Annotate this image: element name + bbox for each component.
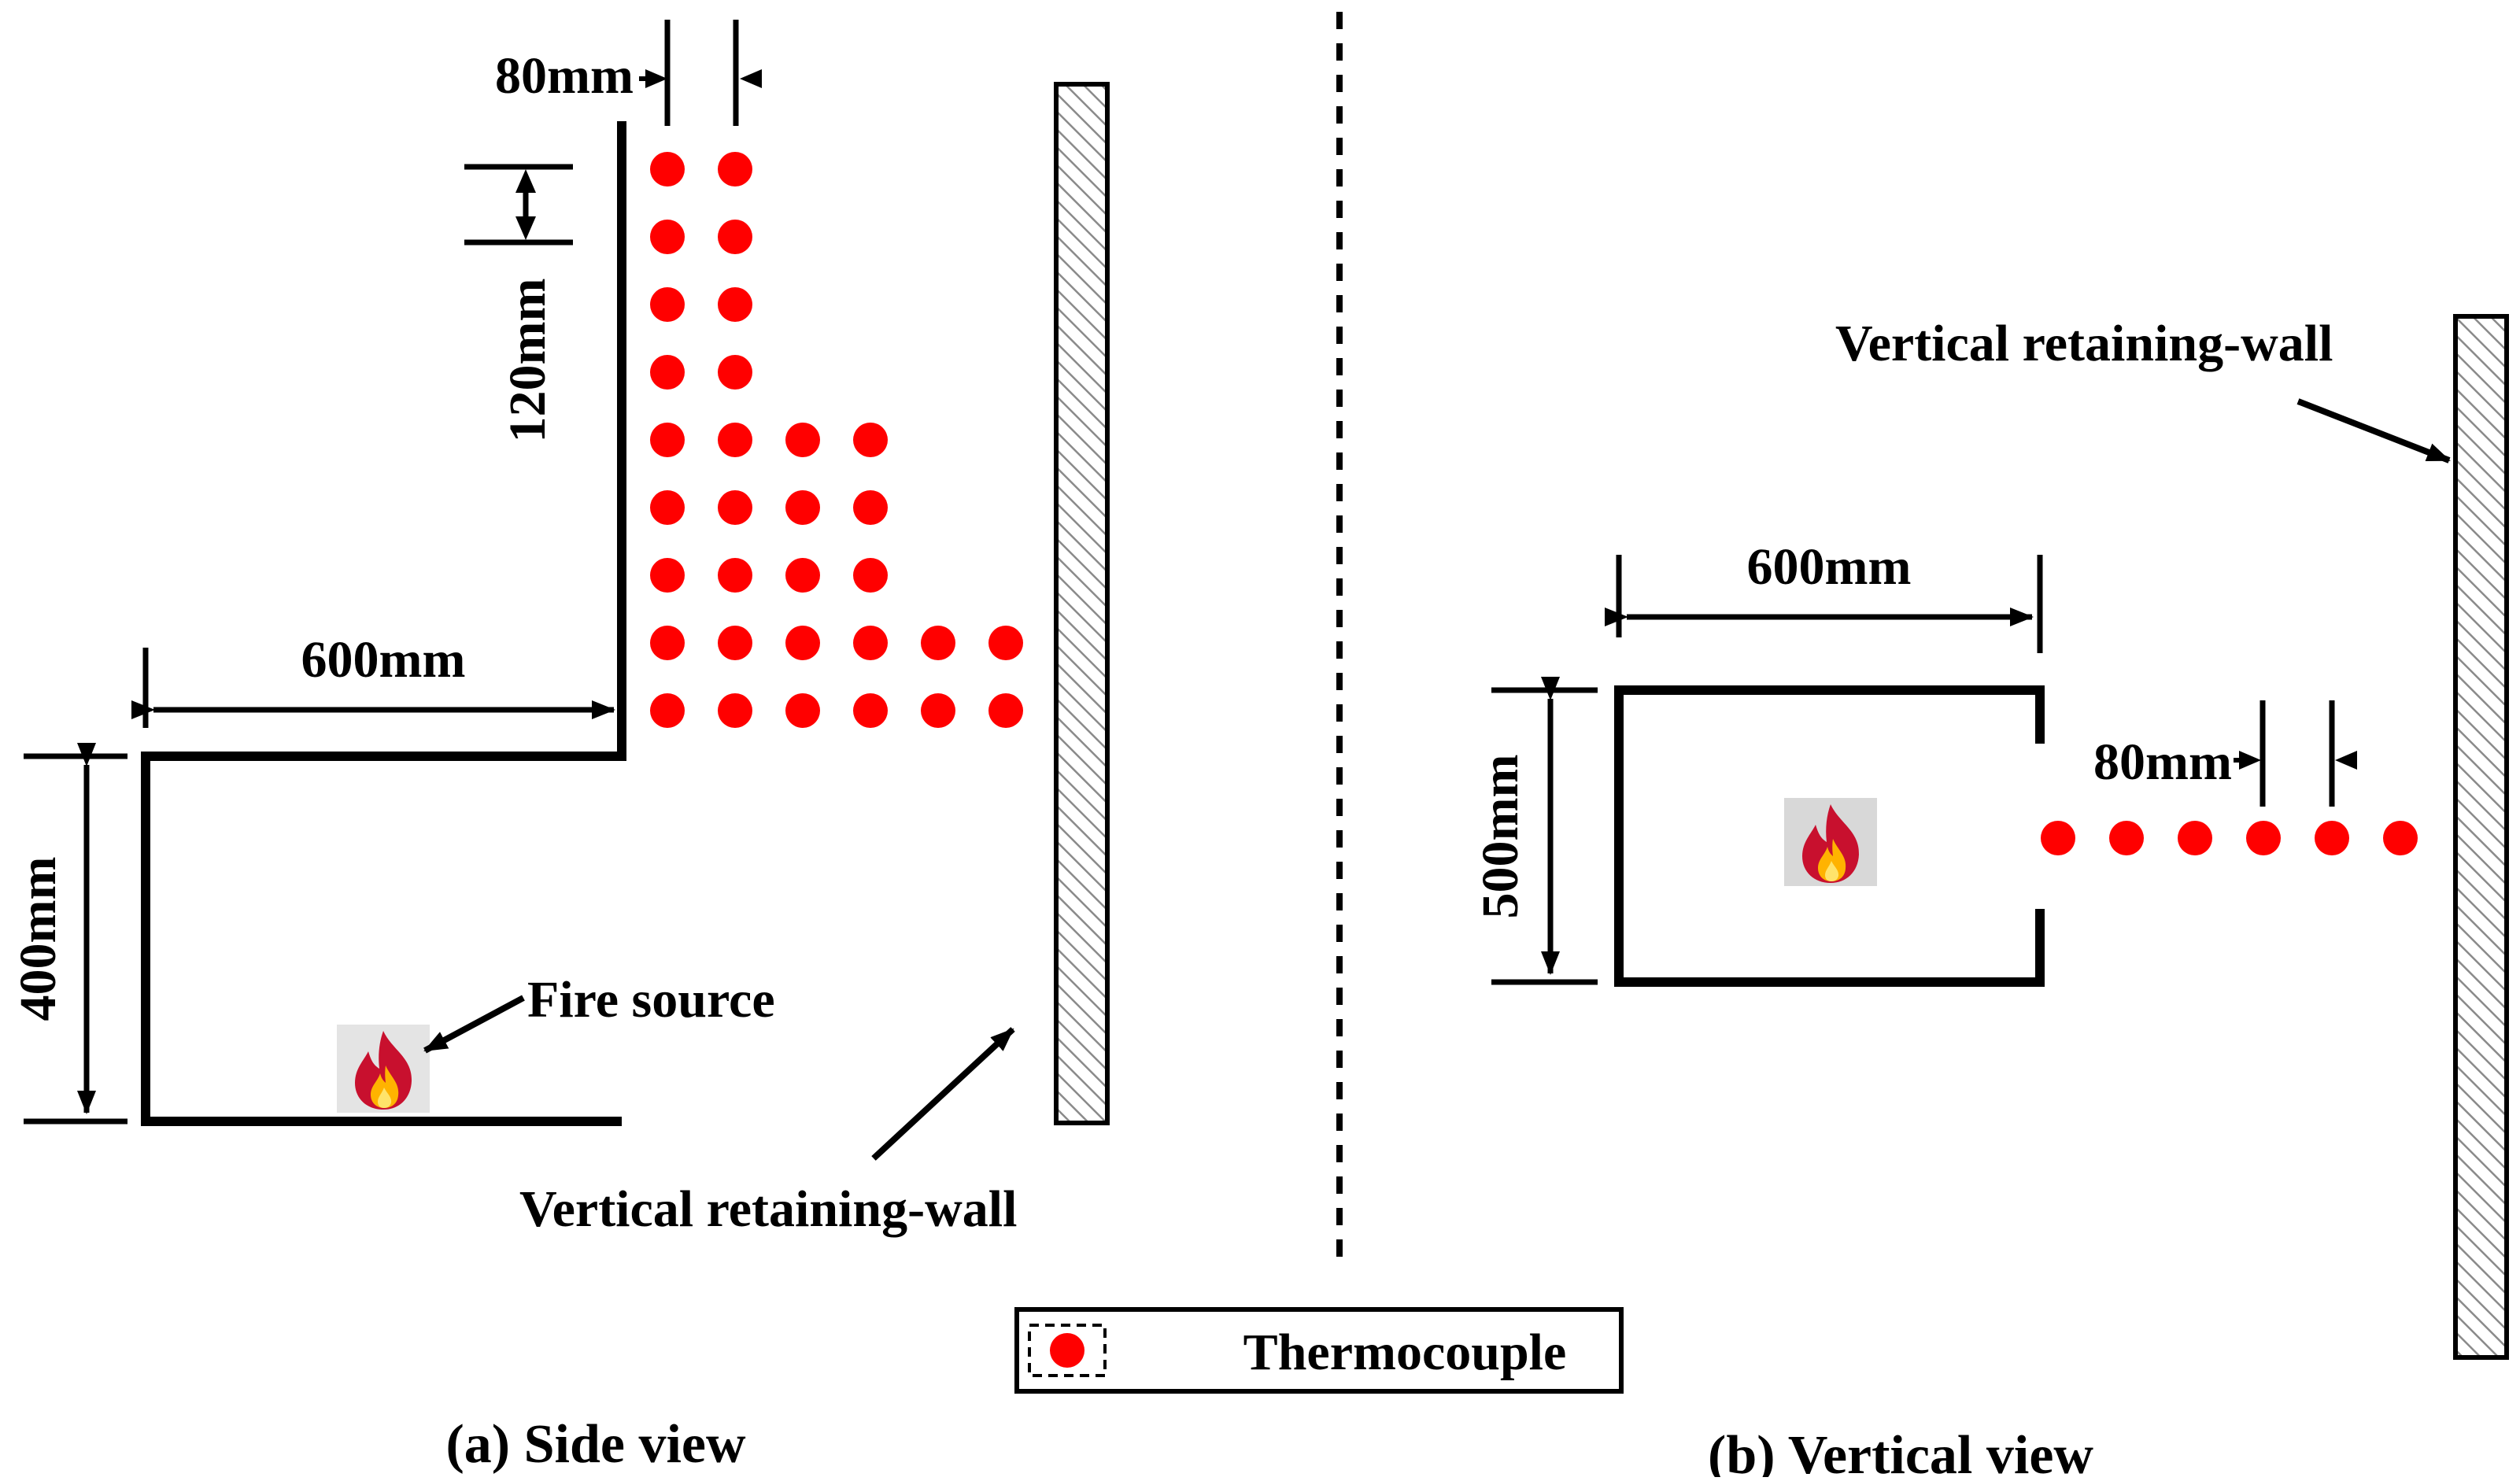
- thermocouple-dot: [650, 490, 685, 525]
- vertical-view: 600mm 500mm 80mm Ver: [1472, 314, 2509, 1481]
- thermocouple-dot: [718, 355, 752, 390]
- thermocouple-dot: [718, 490, 752, 525]
- vertical-view-thermocouple-row: [2041, 821, 2418, 855]
- legend-box: [1014, 1307, 1624, 1394]
- thermocouple-dot: [2178, 821, 2212, 855]
- thermocouple-dot: [718, 626, 752, 660]
- side-wall-arrow: [871, 1027, 1015, 1161]
- vertical-view-caption: (b) Vertical view: [1708, 1425, 2093, 1477]
- thermocouple-dot: [2041, 821, 2075, 855]
- thermocouple-dot: [718, 693, 752, 728]
- vertical-view-box-outline: [1614, 685, 2045, 987]
- side-view-caption: (a) Side view: [445, 1414, 746, 1475]
- side-view-structure-outline: [141, 121, 626, 1126]
- thermocouple-dot: [650, 220, 685, 254]
- legend: Thermocouple: [1014, 1307, 1624, 1394]
- side-dim-600mm-label: 600mm: [301, 631, 466, 689]
- thermocouple-dot: [785, 558, 820, 593]
- thermocouple-dot: [2109, 821, 2144, 855]
- legend-symbol-frame: [1028, 1324, 1107, 1377]
- side-dim-120mm: 120mm: [464, 164, 573, 443]
- side-dim-400mm: 400mm: [9, 743, 127, 1125]
- thermocouple-dot: [2315, 821, 2349, 855]
- side-dim-400mm-label: 400mm: [9, 857, 67, 1021]
- thermocouple-dot: [785, 693, 820, 728]
- fire-source-label: Fire source: [527, 971, 775, 1029]
- thermocouple-dot: [718, 152, 752, 187]
- side-dim-600mm: 600mm: [131, 631, 615, 728]
- thermocouple-dot: [853, 693, 888, 728]
- thermocouple-dot: [650, 423, 685, 457]
- side-view-thermocouple-grid: [650, 152, 1023, 728]
- thermocouple-dot-icon: [1050, 1333, 1084, 1368]
- side-wall-label: Vertical retaining-wall: [519, 1180, 1017, 1238]
- thermocouple-dot: [785, 423, 820, 457]
- fire-icon: [337, 1025, 430, 1113]
- thermocouple-dot: [853, 423, 888, 457]
- vert-dim-600mm: 600mm: [1605, 538, 2043, 653]
- thermocouple-dot: [988, 626, 1023, 660]
- thermocouple-dot: [718, 287, 752, 322]
- thermocouple-dot: [718, 220, 752, 254]
- thermocouple-dot: [853, 558, 888, 593]
- vert-dim-80mm: 80mm: [2093, 700, 2357, 807]
- thermocouple-dot: [718, 423, 752, 457]
- side-view-retaining-wall: [1054, 82, 1110, 1125]
- vert-dim-500mm-label: 500mm: [1472, 755, 1529, 919]
- thermocouple-dot: [853, 490, 888, 525]
- thermocouple-dot: [650, 355, 685, 390]
- side-dim-80mm-label: 80mm: [495, 47, 634, 105]
- thermocouple-dot: [650, 558, 685, 593]
- fire-source-arrow: [423, 995, 525, 1054]
- vert-dim-80mm-label: 80mm: [2093, 733, 2232, 791]
- thermocouple-dot: [785, 490, 820, 525]
- side-dim-120mm-label: 120mm: [499, 279, 556, 443]
- thermocouple-dot: [2246, 821, 2281, 855]
- vert-dim-600mm-label: 600mm: [1747, 538, 1912, 596]
- vert-wall-label: Vertical retaining-wall: [1835, 315, 2333, 372]
- side-dim-80mm: 80mm: [495, 20, 762, 126]
- thermocouple-dot: [785, 626, 820, 660]
- thermocouple-dot: [650, 287, 685, 322]
- thermocouple-dot: [921, 693, 955, 728]
- fire-icon: [1784, 798, 1877, 886]
- side-view: 80mm 120mm 600mm 400mm: [9, 20, 1110, 1475]
- vert-wall-arrow: [2296, 398, 2451, 464]
- vert-dim-500mm: 500mm: [1472, 677, 1598, 985]
- thermocouple-dot: [2383, 821, 2418, 855]
- legend-label: Thermocouple: [1243, 1324, 1567, 1381]
- thermocouple-dot: [718, 558, 752, 593]
- thermocouple-dot: [921, 626, 955, 660]
- thermocouple-dot: [650, 152, 685, 187]
- thermocouple-dot: [650, 626, 685, 660]
- thermocouple-dot: [988, 693, 1023, 728]
- thermocouple-dot: [853, 626, 888, 660]
- thermocouple-dot: [650, 693, 685, 728]
- vertical-view-retaining-wall: [2453, 314, 2509, 1360]
